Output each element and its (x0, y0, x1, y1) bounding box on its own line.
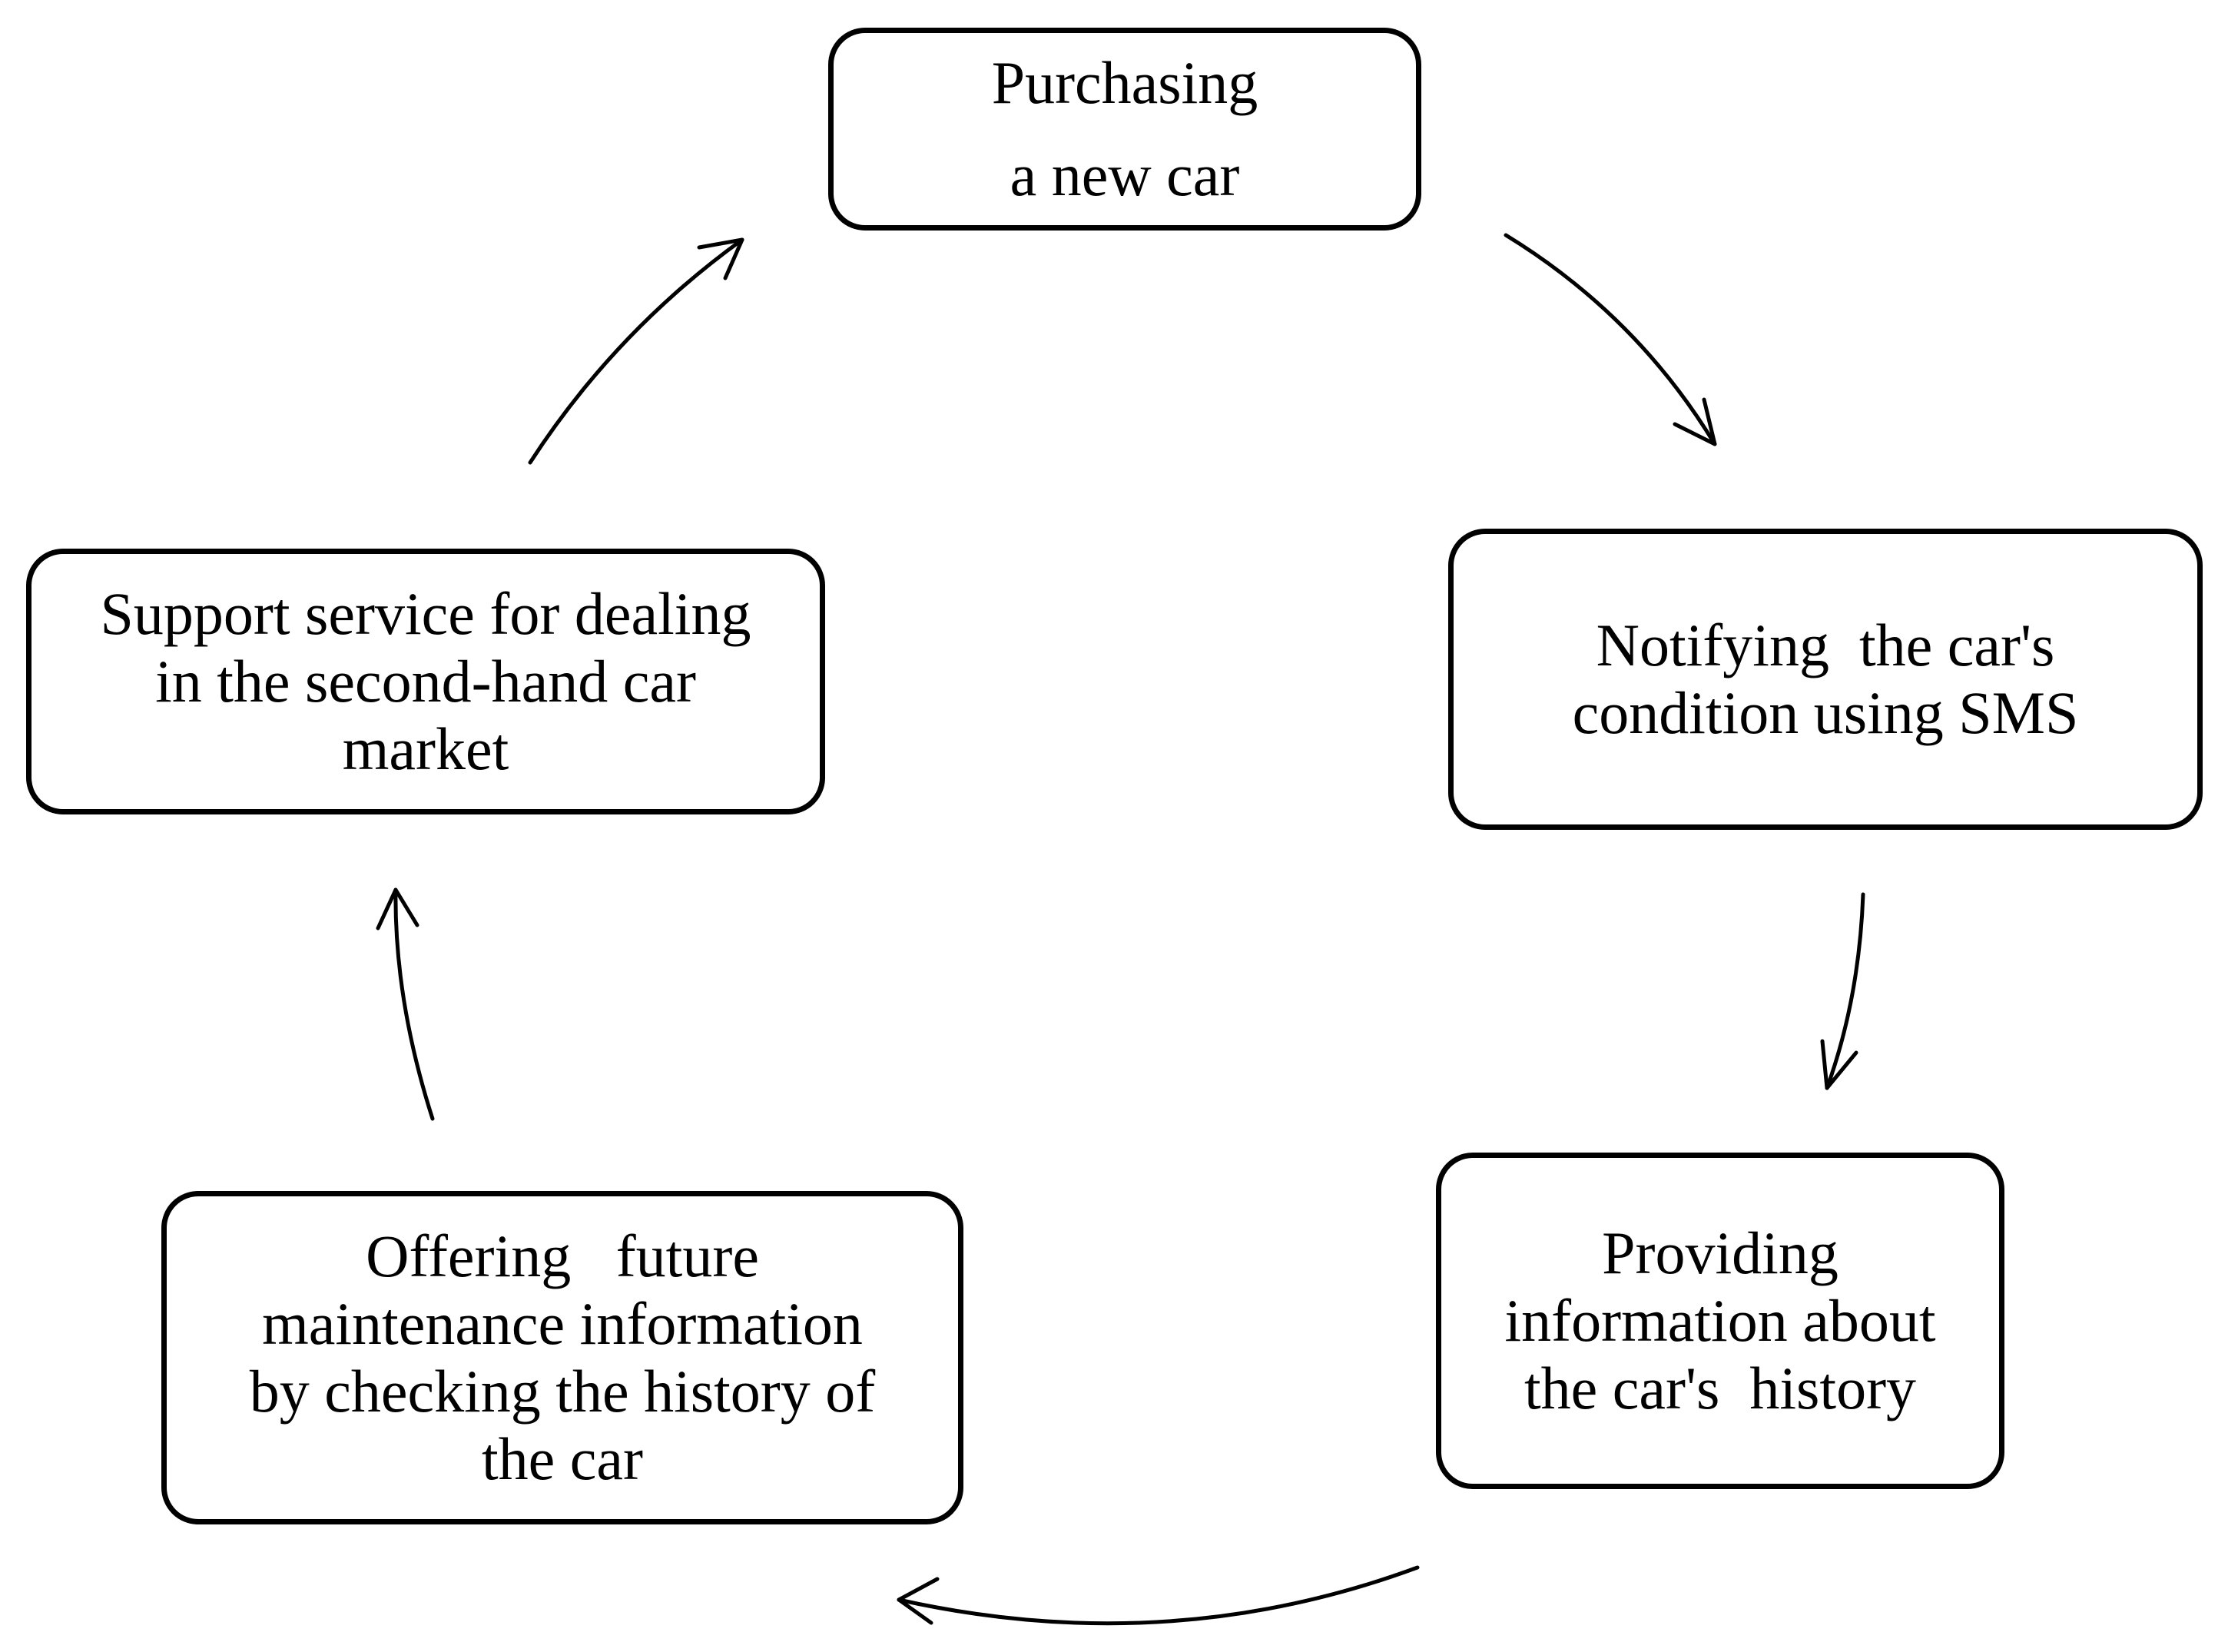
node-purchasing-new-car: Purchasing a new car (828, 28, 1421, 231)
node-providing-history-info: Providing information about the car's hi… (1436, 1153, 2004, 1489)
node-text-line: Providing (1602, 1219, 1838, 1286)
arrow-maint-to-support (376, 887, 435, 1121)
node-text-line: Purchasing (991, 49, 1258, 116)
node-text-line: market (342, 715, 509, 782)
node-text-line: by checking the history of (249, 1358, 876, 1425)
node-offering-maintenance-info: Offering future maintenance information … (161, 1191, 963, 1524)
node-text-line: the car (481, 1425, 643, 1492)
arrow-support-to-purchase (528, 237, 744, 465)
node-text-line: condition using SMS (1572, 679, 2079, 746)
node-text-line: the car's history (1523, 1355, 1917, 1421)
arrow-notify-to-history (1820, 892, 1865, 1090)
arrow-history-to-maint (897, 1565, 1420, 1626)
node-support-second-hand-market: Support service for dealing in the secon… (26, 549, 825, 814)
node-text-line: information about (1504, 1287, 1936, 1354)
node-text-line: maintenance information (262, 1290, 863, 1357)
node-notifying-condition-sms: Notifying the car's condition using SMS (1448, 529, 2203, 830)
arrow-purchase-to-notify (1504, 233, 1717, 446)
node-text-line: Notifying the car's (1596, 612, 2055, 678)
node-text-line: in the second-hand car (155, 648, 696, 715)
node-text-line: Support service for dealing (100, 580, 751, 647)
node-text-line: a new car (1010, 141, 1240, 208)
node-text-line: Offering future (366, 1222, 759, 1289)
